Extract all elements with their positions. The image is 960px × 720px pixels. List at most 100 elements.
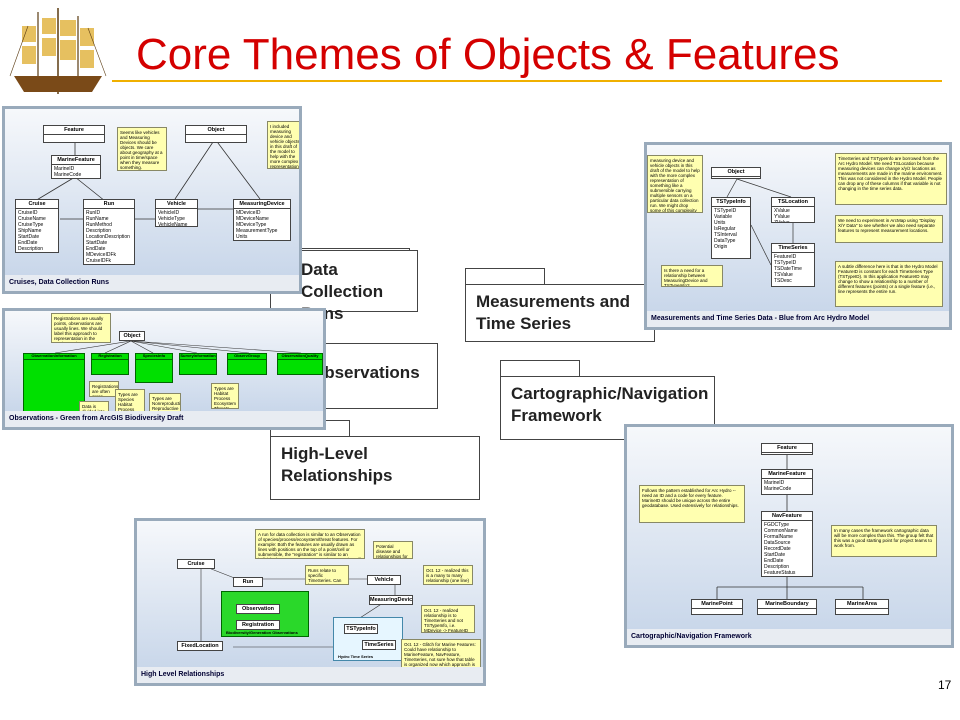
note-runs-timeseries: Runs relate to specific TimeSeries. Can … xyxy=(305,565,349,585)
package-measurements: Measurements and Time Series xyxy=(465,284,655,342)
green-class-observation-information: ObservationInformation xyxy=(23,353,85,413)
uml-class-title: Object xyxy=(712,168,760,177)
uml-class-object: Object xyxy=(119,331,145,341)
uml-class-title: Object xyxy=(186,126,246,135)
note-included-devices: I included measuring device and vehicle … xyxy=(267,121,299,169)
uml-class-title: Observation xyxy=(237,605,279,613)
ship-logo-icon xyxy=(9,8,107,94)
uml-class-vehicle: Vehicle xyxy=(367,575,401,585)
uml-class-attrs: RunID RunName RunMethod Description Loca… xyxy=(86,210,130,264)
biodiversity-label: Biodiversity/Generation Observations xyxy=(226,629,298,635)
uml-class-title: Cruise xyxy=(178,560,214,568)
uml-class-tstypeinfo: TSTypeInfo xyxy=(344,624,378,634)
note-experiment-arcmap: We need to experiment in ArcMap using "D… xyxy=(835,215,943,243)
connector-lines xyxy=(716,455,864,599)
note-run-similar: A run for data collection is similar to … xyxy=(255,529,365,559)
panel-caption: Cruises, Data Collection Runs xyxy=(5,275,299,291)
panel-high-level[interactable]: Cruise Run Vehicle MeasuringDevice Obser… xyxy=(134,518,486,686)
uml-class-title: TimeSeries xyxy=(772,244,814,253)
uml-class-attrs: FGDCType CommonName FormalName DataSourc… xyxy=(764,522,798,576)
note-arc-hydro-pattern: Follows the pattern established for Arc … xyxy=(639,485,745,523)
uml-class-title: Cruise xyxy=(16,200,58,209)
uml-class-title: MarineFeature xyxy=(762,470,812,479)
title-underline xyxy=(112,80,942,82)
uml-class-title: TSTypeInfo xyxy=(346,626,376,632)
uml-class-title: FixedLocation xyxy=(178,642,222,650)
note-oct12-glitch: Oct. 12 - Glitch for Marine Features: Co… xyxy=(401,639,481,669)
uml-class-attrs: MarineID MarineCode xyxy=(764,480,792,492)
green-class-observ-group: ObservGroup xyxy=(227,353,267,375)
uml-class-attrs: CruiseID CruiseName CruiseType ShipName … xyxy=(18,210,46,252)
uml-class-marine-boundary: MarineBoundary xyxy=(757,599,817,615)
uml-class-attrs: FeatureID TSTypeID TSDateTime TSValue TS… xyxy=(774,254,802,284)
note-oct12-timeseries: Oct. 12 - realized relationship is to Ti… xyxy=(421,605,475,633)
panel-caption: Measurements and Time Series Data - Blue… xyxy=(647,311,949,327)
note-registrations: Registrations are usually points, observ… xyxy=(51,313,111,343)
green-class-registration: Registration xyxy=(91,353,129,375)
uml-class-feature: Feature xyxy=(43,125,105,143)
hydro-group: TSTypeInfo TimeSeries Hydro Time Series xyxy=(333,617,403,661)
green-class-title: Registration xyxy=(92,354,128,360)
uml-class-title: MeasuringDevice xyxy=(370,597,413,603)
uml-class-registration: Registration xyxy=(236,620,280,630)
green-class-survey-information: SurveyInformation xyxy=(179,353,217,375)
green-class-species-info: SpeciesInfo xyxy=(135,353,173,383)
panel-caption: High Level Relationships xyxy=(137,667,483,683)
package-high-level-label: High-Level Relationships xyxy=(281,444,393,485)
uml-class-title: NavFeature xyxy=(762,512,812,521)
uml-class-run: Run xyxy=(233,577,263,587)
package-cartographic: Cartographic/Navigation Framework xyxy=(500,376,715,440)
uml-class-title: MarinePoint xyxy=(692,600,742,609)
uml-class-title: Vehicle xyxy=(156,200,197,209)
uml-class-title: Run xyxy=(234,578,262,586)
note-relationship-question: Is there a need for a relationship betwe… xyxy=(661,265,723,287)
package-tab-measurements xyxy=(465,268,545,286)
uml-class-feature: Feature xyxy=(761,443,813,455)
note-vehicles-devices: Seems like vehicles and Measuring Device… xyxy=(117,127,167,171)
uml-class-marine-point: MarinePoint xyxy=(691,599,743,615)
package-data-collection-label: Data Collection Runs xyxy=(301,260,384,323)
uml-class-observation: Observation xyxy=(236,604,280,614)
uml-class-title: TSTypeInfo xyxy=(712,198,750,207)
uml-class-title: TimeSeries xyxy=(364,642,394,648)
green-group-biodiversity: Observation Registration Biodiversity/Ge… xyxy=(221,591,309,637)
slide-title: Core Themes of Objects & Features xyxy=(136,30,840,79)
package-tab-cartographic xyxy=(500,360,580,378)
uml-class-attrs: VehicleID VehicleType VehicleName xyxy=(158,210,188,227)
uml-class-object: Object xyxy=(711,167,761,179)
package-measurements-label: Measurements and Time Series xyxy=(476,292,630,333)
connector-lines xyxy=(726,178,794,266)
connector-lines xyxy=(54,340,302,354)
uml-class-title: MarineBoundary xyxy=(758,600,816,609)
uml-class-title: Run xyxy=(84,200,134,209)
package-cartographic-label: Cartographic/Navigation Framework xyxy=(511,384,709,425)
uml-class-cruise: Cruise xyxy=(177,559,215,569)
uml-class-title: MarineArea xyxy=(836,600,888,609)
uml-class-timeseries: TimeSeries xyxy=(362,640,396,650)
page-number: 17 xyxy=(938,678,952,692)
panel-caption: Observations - Green from ArcGIS Biodive… xyxy=(5,411,323,427)
uml-class-title: Feature xyxy=(762,444,812,453)
uml-class-measuring-device: MeasuringDevice xyxy=(369,595,413,605)
note-measuring-device: measuring device and vehicle objects in … xyxy=(647,155,703,213)
green-class-title: ObservationQuality xyxy=(278,354,322,360)
panel-observations[interactable]: Object ObservationInformation Registrati… xyxy=(2,308,326,430)
panel-caption: Cartographic/Navigation Framework xyxy=(627,629,951,645)
green-class-title: SpeciesInfo xyxy=(136,354,172,360)
note-framework-complex: In many cases the framework cartographic… xyxy=(831,525,937,557)
uml-class-title: MeasuringDevice xyxy=(234,200,290,209)
uml-class-title: Object xyxy=(120,332,144,340)
package-high-level: High-Level Relationships xyxy=(270,436,480,500)
note-reproductive-types: Types are Nonreproductive Reproductive P… xyxy=(149,393,181,413)
green-class-title: ObservationInformation xyxy=(24,354,84,360)
note-potential-disease: Potential disease and relationships for … xyxy=(373,541,413,559)
